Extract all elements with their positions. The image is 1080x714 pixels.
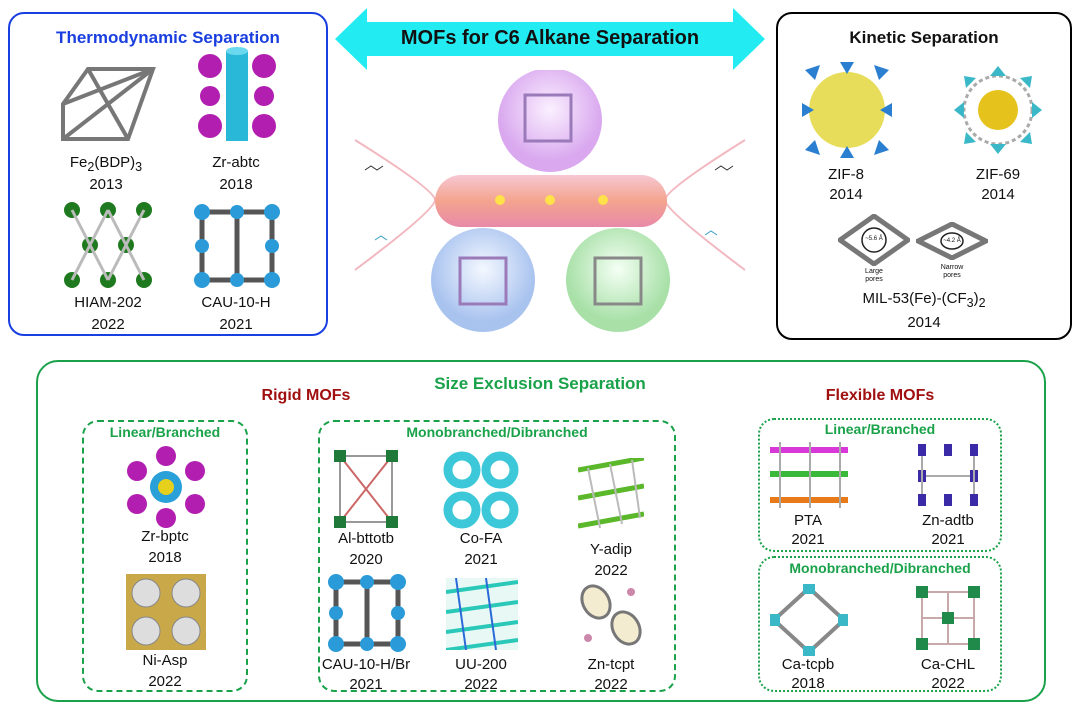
fe2bdp3-label: Fe2(BDP)3	[70, 154, 142, 176]
uu-200-year: 2022	[464, 676, 498, 693]
zr-abtc-structure-image	[198, 47, 276, 141]
double-arrow-banner	[335, 8, 765, 70]
y-adip-year: 2022	[594, 562, 628, 579]
subscript: 3	[135, 160, 143, 174]
label-text: (BDP)	[94, 154, 136, 171]
zn-tcpt-structure-image	[580, 584, 642, 646]
cau-10-h-label: CAU-10-H	[201, 294, 271, 311]
hiam-202-year: 2022	[91, 316, 125, 333]
narrow-pores-label: Narrow pores	[940, 264, 964, 279]
label-text: )	[973, 290, 979, 307]
zr-abtc-year: 2018	[219, 176, 253, 193]
hiam-202-label: HIAM-202	[74, 294, 142, 311]
uu-200-label: UU-200	[455, 656, 507, 673]
al-bttotb-year: 2020	[349, 551, 383, 568]
pta-label: PTA	[793, 512, 823, 529]
fe2bdp3-structure-image	[61, 67, 156, 141]
subscript: 2	[87, 160, 95, 174]
zr-abtc-label: Zr-abtc	[212, 154, 260, 171]
central-separation-illustration	[354, 70, 746, 332]
subscript: 2	[978, 296, 986, 310]
co-fa-year: 2021	[464, 551, 498, 568]
ca-tcpb-label: Ca-tcpb	[781, 656, 835, 673]
zif-8-year: 2014	[829, 186, 863, 203]
zr-bptc-structure-image	[127, 446, 205, 528]
flexible-linear-branched-title: Linear/Branched	[824, 421, 936, 437]
hiam-202-structure-image	[64, 202, 152, 288]
subscript: 3	[966, 296, 974, 310]
ni-asp-label: Ni-Asp	[142, 652, 188, 669]
cau-10-h-br-structure-image	[328, 574, 406, 652]
flexible-mofs-title: Flexible MOFs	[825, 387, 935, 404]
uu-200-structure-image	[446, 578, 518, 650]
ni-asp-year: 2022	[148, 673, 182, 690]
zr-bptc-label: Zr-bptc	[141, 528, 189, 545]
zif-69-year: 2014	[981, 186, 1015, 203]
al-bttotb-label: Al-bttotb	[338, 530, 394, 547]
narrow-pore-size: ~4.2 Å	[943, 238, 961, 244]
kinetic-title: Kinetic Separation	[849, 28, 999, 47]
thermodynamic-separation-panel	[8, 12, 328, 336]
mil-53-label: MIL-53(Fe)-(CF3)2	[862, 290, 985, 312]
flexible-mono-dibranched-group	[758, 556, 1002, 692]
ca-chl-year: 2022	[931, 675, 965, 692]
zr-bptc-year: 2018	[148, 549, 182, 566]
co-fa-structure-image	[443, 451, 519, 529]
al-bttotb-structure-image	[334, 450, 398, 528]
zn-adtb-structure-image	[918, 444, 978, 506]
cau-10-h-structure-image	[194, 204, 280, 288]
co-fa-label: Co-FA	[459, 530, 503, 547]
size-exclusion-title: Size Exclusion Separation	[434, 374, 646, 393]
rigid-mono-dibranched-title: Monobranched/Dibranched	[406, 424, 588, 440]
zif-8-structure-image	[802, 62, 892, 158]
fe2bdp3-year: 2013	[89, 176, 123, 193]
y-adip-structure-image	[578, 458, 644, 529]
zn-tcpt-year: 2022	[594, 676, 628, 693]
kinetic-separation-panel	[776, 12, 1072, 340]
ca-chl-structure-image	[916, 586, 980, 650]
cau-10-h-br-year: 2021	[349, 676, 383, 693]
zn-tcpt-label: Zn-tcpt	[587, 656, 635, 673]
ni-asp-structure-image	[126, 574, 206, 650]
mil-53-year: 2014	[907, 314, 941, 331]
label-text: Fe	[69, 154, 88, 171]
main-title: MOFs for C6 Alkane Separation	[400, 27, 700, 49]
ca-chl-label: Ca-CHL	[920, 656, 976, 673]
thermodynamic-title: Thermodynamic Separation	[56, 28, 280, 47]
zif-69-structure-image	[954, 66, 1042, 154]
rigid-mono-dibranched-group	[318, 420, 676, 692]
rigid-linear-branched-group	[82, 420, 248, 692]
size-exclusion-panel	[36, 360, 1046, 702]
rigid-mofs-title: Rigid MOFs	[261, 387, 351, 404]
cau-10-h-year: 2021	[219, 316, 253, 333]
cau-10-h-br-label: CAU-10-H/Br	[321, 656, 411, 673]
rigid-linear-branched-title: Linear/Branched	[109, 424, 221, 440]
zif-69-label: ZIF-69	[975, 166, 1021, 183]
large-pore-size: ~5.6 Å	[865, 236, 883, 242]
y-adip-label: Y-adip	[590, 541, 632, 558]
flexible-mono-dibranched-title: Monobranched/Dibranched	[789, 560, 971, 576]
ca-tcpb-structure-image	[770, 584, 848, 656]
mil-53-large-pore-image	[838, 214, 910, 266]
pta-year: 2021	[791, 531, 825, 548]
large-pores-label: Large pores	[865, 268, 883, 283]
zif-8-label: ZIF-8	[828, 166, 864, 183]
zn-adtb-year: 2021	[931, 531, 965, 548]
pta-structure-image	[770, 442, 848, 508]
flexible-linear-branched-group	[758, 418, 1002, 552]
ca-tcpb-year: 2018	[791, 675, 825, 692]
label-text: MIL-53(Fe)-(CF	[862, 290, 967, 307]
zn-adtb-label: Zn-adtb	[922, 512, 974, 529]
mil-53-narrow-pore-image	[916, 222, 988, 260]
